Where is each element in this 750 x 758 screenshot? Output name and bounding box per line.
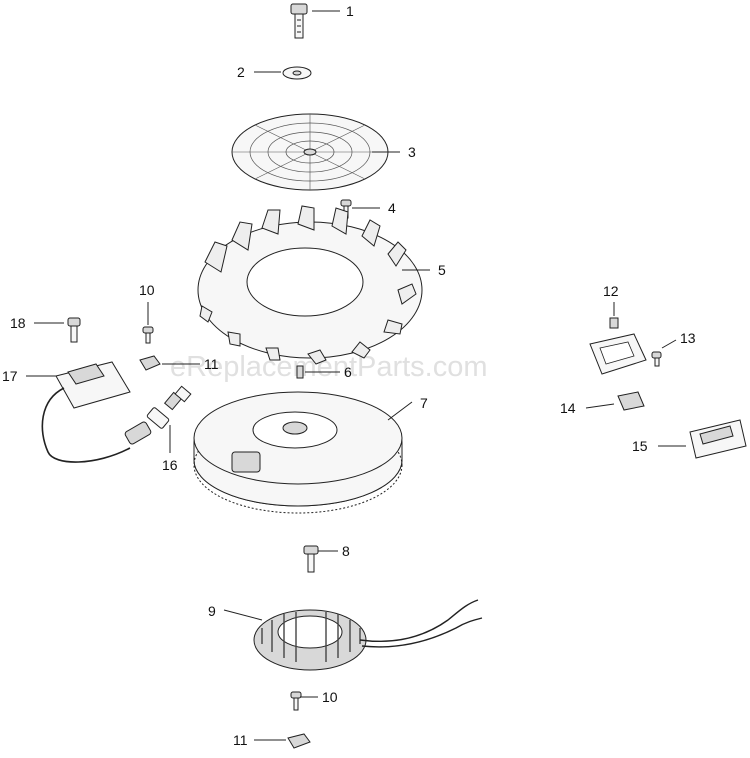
part-bolt-top (290, 3, 308, 39)
callout-17: 17 (2, 368, 18, 384)
callout-5: 5 (438, 262, 446, 278)
part-screw-upper (142, 326, 154, 344)
part-screw-lower (290, 691, 302, 711)
part-regulator (589, 317, 647, 375)
part-screen-disc (231, 113, 389, 191)
callout-14: 14 (560, 400, 576, 416)
callout-9: 9 (208, 603, 216, 619)
part-coil-bolt (67, 317, 81, 343)
part-flywheel (193, 391, 403, 514)
part-fan (197, 205, 423, 365)
callout-1: 1 (346, 3, 354, 19)
part-washer (282, 66, 312, 80)
part-key-lower (287, 733, 311, 749)
part-key-upper (139, 355, 161, 371)
callout-7: 7 (420, 395, 428, 411)
part-clip (617, 391, 645, 411)
part-pin (296, 365, 304, 379)
callout-2: 2 (237, 64, 245, 80)
part-spark-plug (146, 385, 192, 429)
callout-8: 8 (342, 543, 350, 559)
callout-4: 4 (388, 200, 396, 216)
callout-16: 16 (162, 457, 178, 473)
callout-11-upper: 11 (204, 356, 219, 372)
part-connector (689, 419, 747, 459)
callout-10-lower: 10 (322, 689, 338, 705)
callout-12: 12 (603, 283, 619, 299)
callout-15: 15 (632, 438, 648, 454)
callout-13: 13 (680, 330, 696, 346)
part-ignition-module (41, 361, 152, 463)
callout-6: 6 (344, 364, 352, 380)
callout-18: 18 (10, 315, 26, 331)
part-stator (253, 599, 483, 671)
callout-11-lower: 11 (233, 732, 248, 748)
part-regulator-screw (651, 351, 662, 367)
part-stator-bolt (303, 545, 319, 573)
callout-3: 3 (408, 144, 416, 160)
callout-10-upper: 10 (139, 282, 155, 298)
